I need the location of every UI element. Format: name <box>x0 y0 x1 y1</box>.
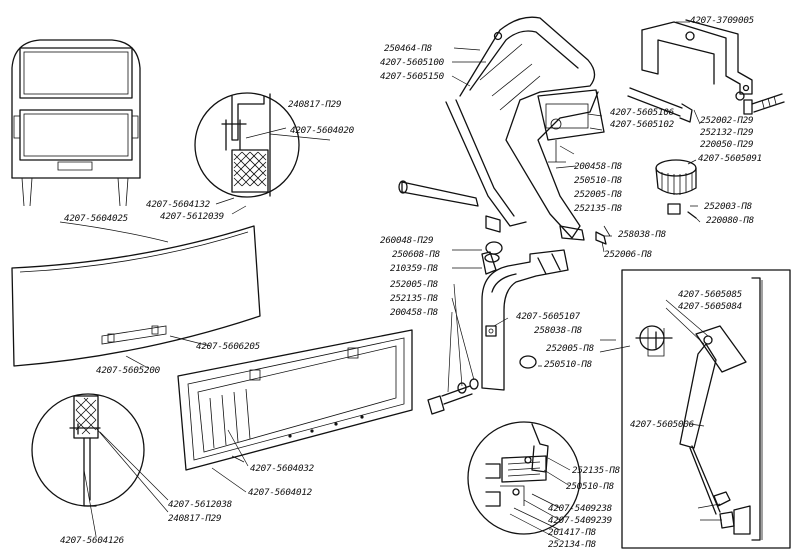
label-4207-5605200: 4207-5605200 <box>96 365 160 376</box>
label-252134: 252134-П8 <box>548 539 596 550</box>
label-252135-b: 252135-П8 <box>390 293 438 304</box>
label-4207-5409239: 4207-5409239 <box>548 515 612 526</box>
label-4207-5605107: 4207-5605107 <box>516 311 580 322</box>
hinge-bracket <box>445 16 605 241</box>
leader-lines <box>125 109 722 521</box>
label-4207-5604025: 4207-5604025 <box>64 213 128 224</box>
label-4207-5605006: 4207-5605006 <box>630 419 694 430</box>
label-4207-5606205: 4207-5606205 <box>196 341 260 352</box>
door-panel <box>11 221 261 367</box>
label-4207-3709005: 4207-3709005 <box>690 15 754 26</box>
label-252002: 252002-П29 <box>700 115 754 126</box>
label-201417: 201417-П8 <box>548 527 596 538</box>
support-bracket <box>481 249 569 391</box>
label-4207-5604032: 4207-5604032 <box>250 463 314 474</box>
long-bolt <box>398 180 611 275</box>
label-252135-a: 252135-П8 <box>574 203 622 214</box>
label-4207-5612038: 4207-5612038 <box>168 499 232 510</box>
label-220050: 220050-П29 <box>700 139 754 150</box>
label-250510-a: 250510-П8 <box>574 175 622 186</box>
label-250510-c: 250510-П8 <box>566 481 614 492</box>
label-4207-5612039: 4207-5612039 <box>160 211 224 222</box>
label-4207-5604020: 4207-5604020 <box>290 125 354 136</box>
label-250510-b: 250510-П8 <box>544 359 592 370</box>
label-252006: 252006-П8 <box>604 249 652 260</box>
label-240817-p29-top: 240817-П29 <box>288 99 342 110</box>
label-4207-5409238: 4207-5409238 <box>548 503 612 514</box>
label-252003: 252003-П8 <box>704 201 752 212</box>
label-4207-5605150: 4207-5605150 <box>380 71 444 82</box>
rubber-bumper <box>655 159 697 219</box>
label-252135-c: 252135-П8 <box>572 465 620 476</box>
seal-detail-top <box>194 92 300 198</box>
label-4207-5604126: 4207-5604126 <box>60 535 124 546</box>
label-4207-5605100: 4207-5605100 <box>380 57 444 68</box>
bus-rear-view <box>11 39 141 207</box>
label-4207-5605102: 4207-5605102 <box>610 119 674 130</box>
pivot-bolt <box>627 87 785 123</box>
gas-strut-panel <box>621 269 791 549</box>
upper-bracket <box>641 19 753 95</box>
label-252005-b: 252005-П8 <box>390 279 438 290</box>
label-4207-5605091: 4207-5605091 <box>698 153 762 164</box>
label-4207-5605085: 4207-5605085 <box>678 289 742 300</box>
label-220080: 220080-П8 <box>706 215 754 226</box>
label-260048: 260048-П29 <box>380 235 434 246</box>
label-4207-5604012: 4207-5604012 <box>248 487 312 498</box>
seal-detail-bottom <box>31 393 169 537</box>
label-200458-b: 200458-П8 <box>390 307 438 318</box>
label-4207-5605084: 4207-5605084 <box>678 301 742 312</box>
label-252005-a: 252005-П8 <box>574 189 622 200</box>
label-4207-5605106: 4207-5605106 <box>610 107 674 118</box>
lower-bolt <box>427 283 537 415</box>
label-200458-a: 200458-П8 <box>574 161 622 172</box>
latch-detail <box>467 421 581 541</box>
label-250464: 250464-П8 <box>384 43 432 54</box>
label-258038-b: 258038-П8 <box>534 325 582 336</box>
label-252005-c: 252005-П8 <box>546 343 594 354</box>
label-250608: 250608-П8 <box>392 249 440 260</box>
label-240817-p29-bot: 240817-П29 <box>168 513 222 524</box>
label-210359: 210359-П8 <box>390 263 438 274</box>
door-frame <box>177 329 413 493</box>
label-4207-5604132: 4207-5604132 <box>146 199 210 210</box>
label-252132: 252132-П29 <box>700 127 754 138</box>
label-258038-a: 258038-П8 <box>618 229 666 240</box>
